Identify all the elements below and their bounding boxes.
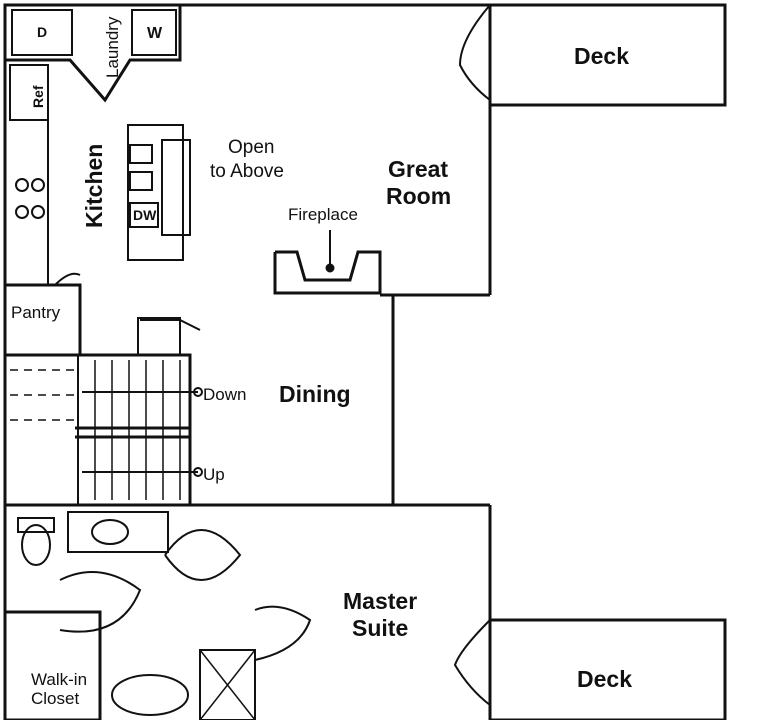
kitchen-label: Kitchen bbox=[81, 144, 107, 228]
great-room-label-line2: Room bbox=[386, 183, 451, 209]
stair-up-label: Up bbox=[203, 465, 225, 484]
master-suite-label-line1: Master bbox=[343, 588, 417, 614]
stair-down-label: Down bbox=[203, 385, 246, 404]
washer-box bbox=[131, 9, 177, 56]
washer-label: W bbox=[147, 25, 163, 42]
refrigerator-box bbox=[9, 64, 49, 121]
deck-upper-outline bbox=[488, 3, 727, 107]
walk-in-closet-box bbox=[3, 610, 102, 720]
fireplace-hearth bbox=[273, 250, 382, 295]
kitchen-island bbox=[127, 124, 184, 261]
dishwasher-label: DW bbox=[133, 207, 157, 223]
laundry-label: Laundry bbox=[103, 16, 122, 78]
fireplace-label: Fireplace bbox=[288, 205, 358, 224]
dishwasher-box bbox=[129, 202, 159, 228]
shower bbox=[199, 649, 256, 720]
dryer-box bbox=[11, 9, 73, 56]
walk-in-closet-label-line2: Closet bbox=[31, 689, 79, 708]
toilet bbox=[21, 524, 51, 566]
refrigerator-label: Ref bbox=[30, 85, 46, 108]
deck-upper-label: Deck bbox=[574, 43, 629, 69]
stair-block bbox=[3, 353, 192, 507]
dryer-label: D bbox=[37, 24, 47, 40]
open-above-label-line1: Open bbox=[228, 137, 274, 158]
bathtub bbox=[111, 674, 189, 716]
master-suite-label-line2: Suite bbox=[352, 615, 408, 641]
deck-lower-outline bbox=[488, 618, 727, 720]
open-above-label-line2: to Above bbox=[210, 161, 284, 182]
walk-in-closet-label-line1: Walk-in bbox=[31, 670, 87, 689]
pantry-label: Pantry bbox=[11, 303, 61, 322]
great-room-door bbox=[458, 4, 491, 101]
great-room-label-line1: Great bbox=[388, 156, 448, 182]
laundry-wall bbox=[5, 5, 182, 103]
deck-lower-label: Deck bbox=[577, 666, 632, 692]
bath-vanity bbox=[67, 511, 169, 553]
master-door bbox=[453, 619, 491, 706]
dining-label: Dining bbox=[279, 381, 351, 407]
